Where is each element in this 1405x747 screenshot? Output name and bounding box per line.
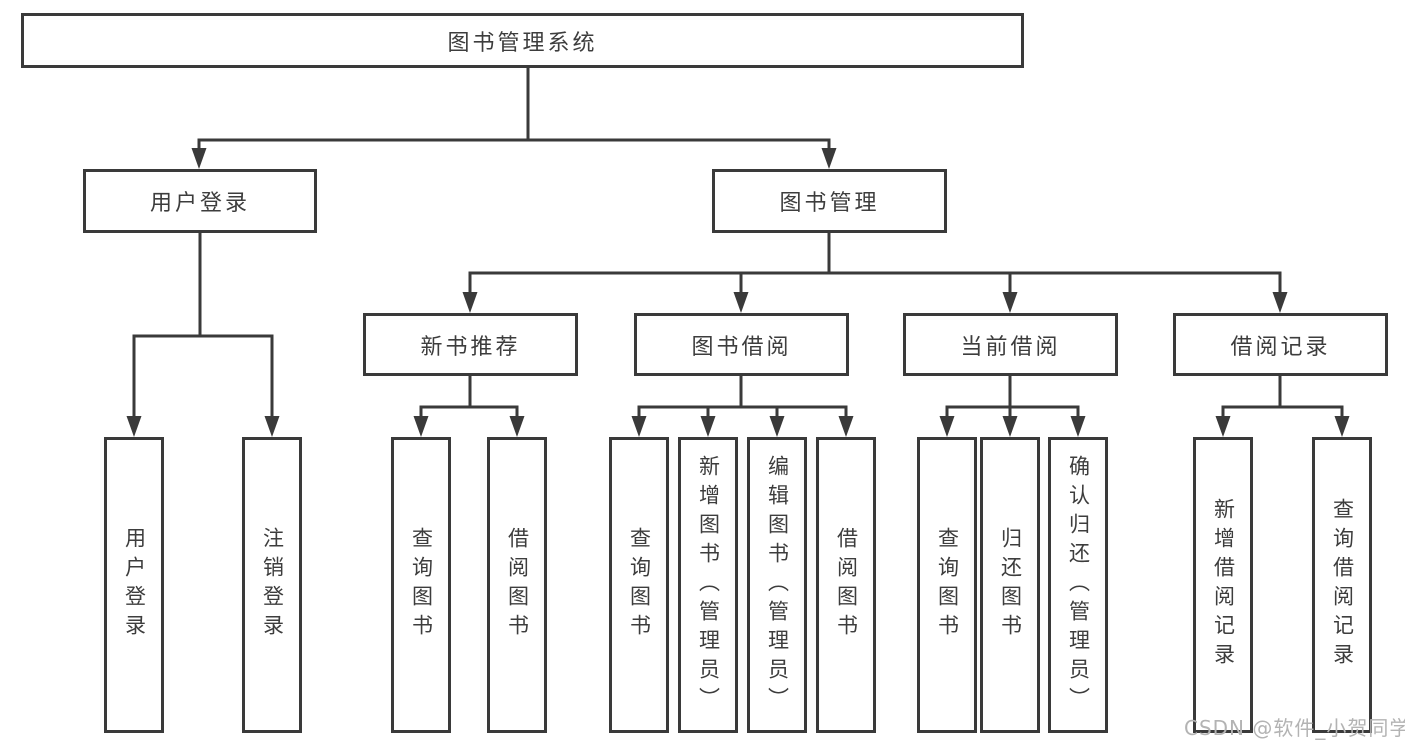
leaf-borrow-books: 借阅图书 [816, 437, 876, 733]
leaf-user-login: 用户登录 [104, 437, 164, 733]
arrowhead-icon [1215, 416, 1231, 437]
node-new-book-recommendation: 新书推荐 [363, 313, 578, 376]
node-current-borrowing: 当前借阅 [903, 313, 1118, 376]
arrowhead-icon [413, 416, 429, 437]
node-label: 当前借阅 [960, 334, 1061, 360]
node-book-borrowing: 图书借阅 [634, 313, 849, 376]
leaf-add-borrow-record: 新增借阅记录 [1193, 437, 1253, 733]
arrowhead-icon [509, 416, 525, 437]
arrowhead-icon [1334, 416, 1350, 437]
node-label: 编辑图书（管理员） [765, 454, 790, 716]
leaf-return-books: 归还图书 [980, 437, 1040, 733]
node-label: 图书管理系统 [447, 30, 598, 56]
arrowhead-icon [821, 148, 837, 169]
leaf-add-books-admin: 新增图书（管理员） [678, 437, 738, 733]
node-book-management: 图书管理 [712, 169, 947, 233]
arrowhead-icon [769, 416, 785, 437]
arrowhead-icon [264, 416, 280, 437]
arrowhead-icon [1002, 292, 1018, 313]
node-label: 注销登录 [260, 527, 285, 643]
node-label: 用户登录 [149, 191, 250, 216]
node-label: 借阅记录 [1230, 334, 1331, 360]
node-label: 图书借阅 [691, 334, 792, 360]
arrowhead-icon [631, 416, 647, 437]
node-label: 新书推荐 [420, 334, 521, 360]
leaf-confirm-return-admin: 确认归还（管理员） [1048, 437, 1108, 733]
arrowhead-icon [700, 416, 716, 437]
leaf-query-books-recommend: 查询图书 [391, 437, 451, 733]
leaf-query-books-borrowing: 查询图书 [609, 437, 669, 733]
arrowhead-icon [191, 148, 207, 169]
node-label: 新增借阅记录 [1211, 498, 1236, 672]
node-label: 查询图书 [935, 527, 960, 643]
node-label: 借阅图书 [505, 527, 530, 643]
arrowhead-icon [1002, 416, 1018, 437]
node-label: 用户登录 [122, 527, 147, 643]
arrowhead-icon [939, 416, 955, 437]
node-label: 确认归还（管理员） [1066, 454, 1091, 716]
arrowhead-icon [462, 292, 478, 313]
node-label: 借阅图书 [834, 527, 859, 643]
arrowhead-icon [126, 416, 142, 437]
node-book-management-system: 图书管理系统 [21, 13, 1024, 68]
arrowhead-icon [1070, 416, 1086, 437]
node-label: 图书管理 [779, 191, 880, 216]
node-borrowing-records: 借阅记录 [1173, 313, 1388, 376]
node-label: 查询图书 [409, 527, 434, 643]
node-label: 查询图书 [627, 527, 652, 643]
leaf-logout: 注销登录 [242, 437, 302, 733]
arrowhead-icon [733, 292, 749, 313]
leaf-query-borrow-record: 查询借阅记录 [1312, 437, 1372, 733]
node-label: 新增图书（管理员） [696, 454, 721, 716]
node-user-login: 用户登录 [83, 169, 317, 233]
arrowhead-icon [1272, 292, 1288, 313]
node-label: 归还图书 [998, 527, 1023, 643]
leaf-edit-books-admin: 编辑图书（管理员） [747, 437, 807, 733]
arrowhead-icon [838, 416, 854, 437]
node-label: 查询借阅记录 [1330, 498, 1355, 672]
csdn-watermark: CSDN @软件_小贺同学 [1184, 716, 1405, 740]
leaf-borrow-books-recommend: 借阅图书 [487, 437, 547, 733]
leaf-query-books-current: 查询图书 [917, 437, 977, 733]
